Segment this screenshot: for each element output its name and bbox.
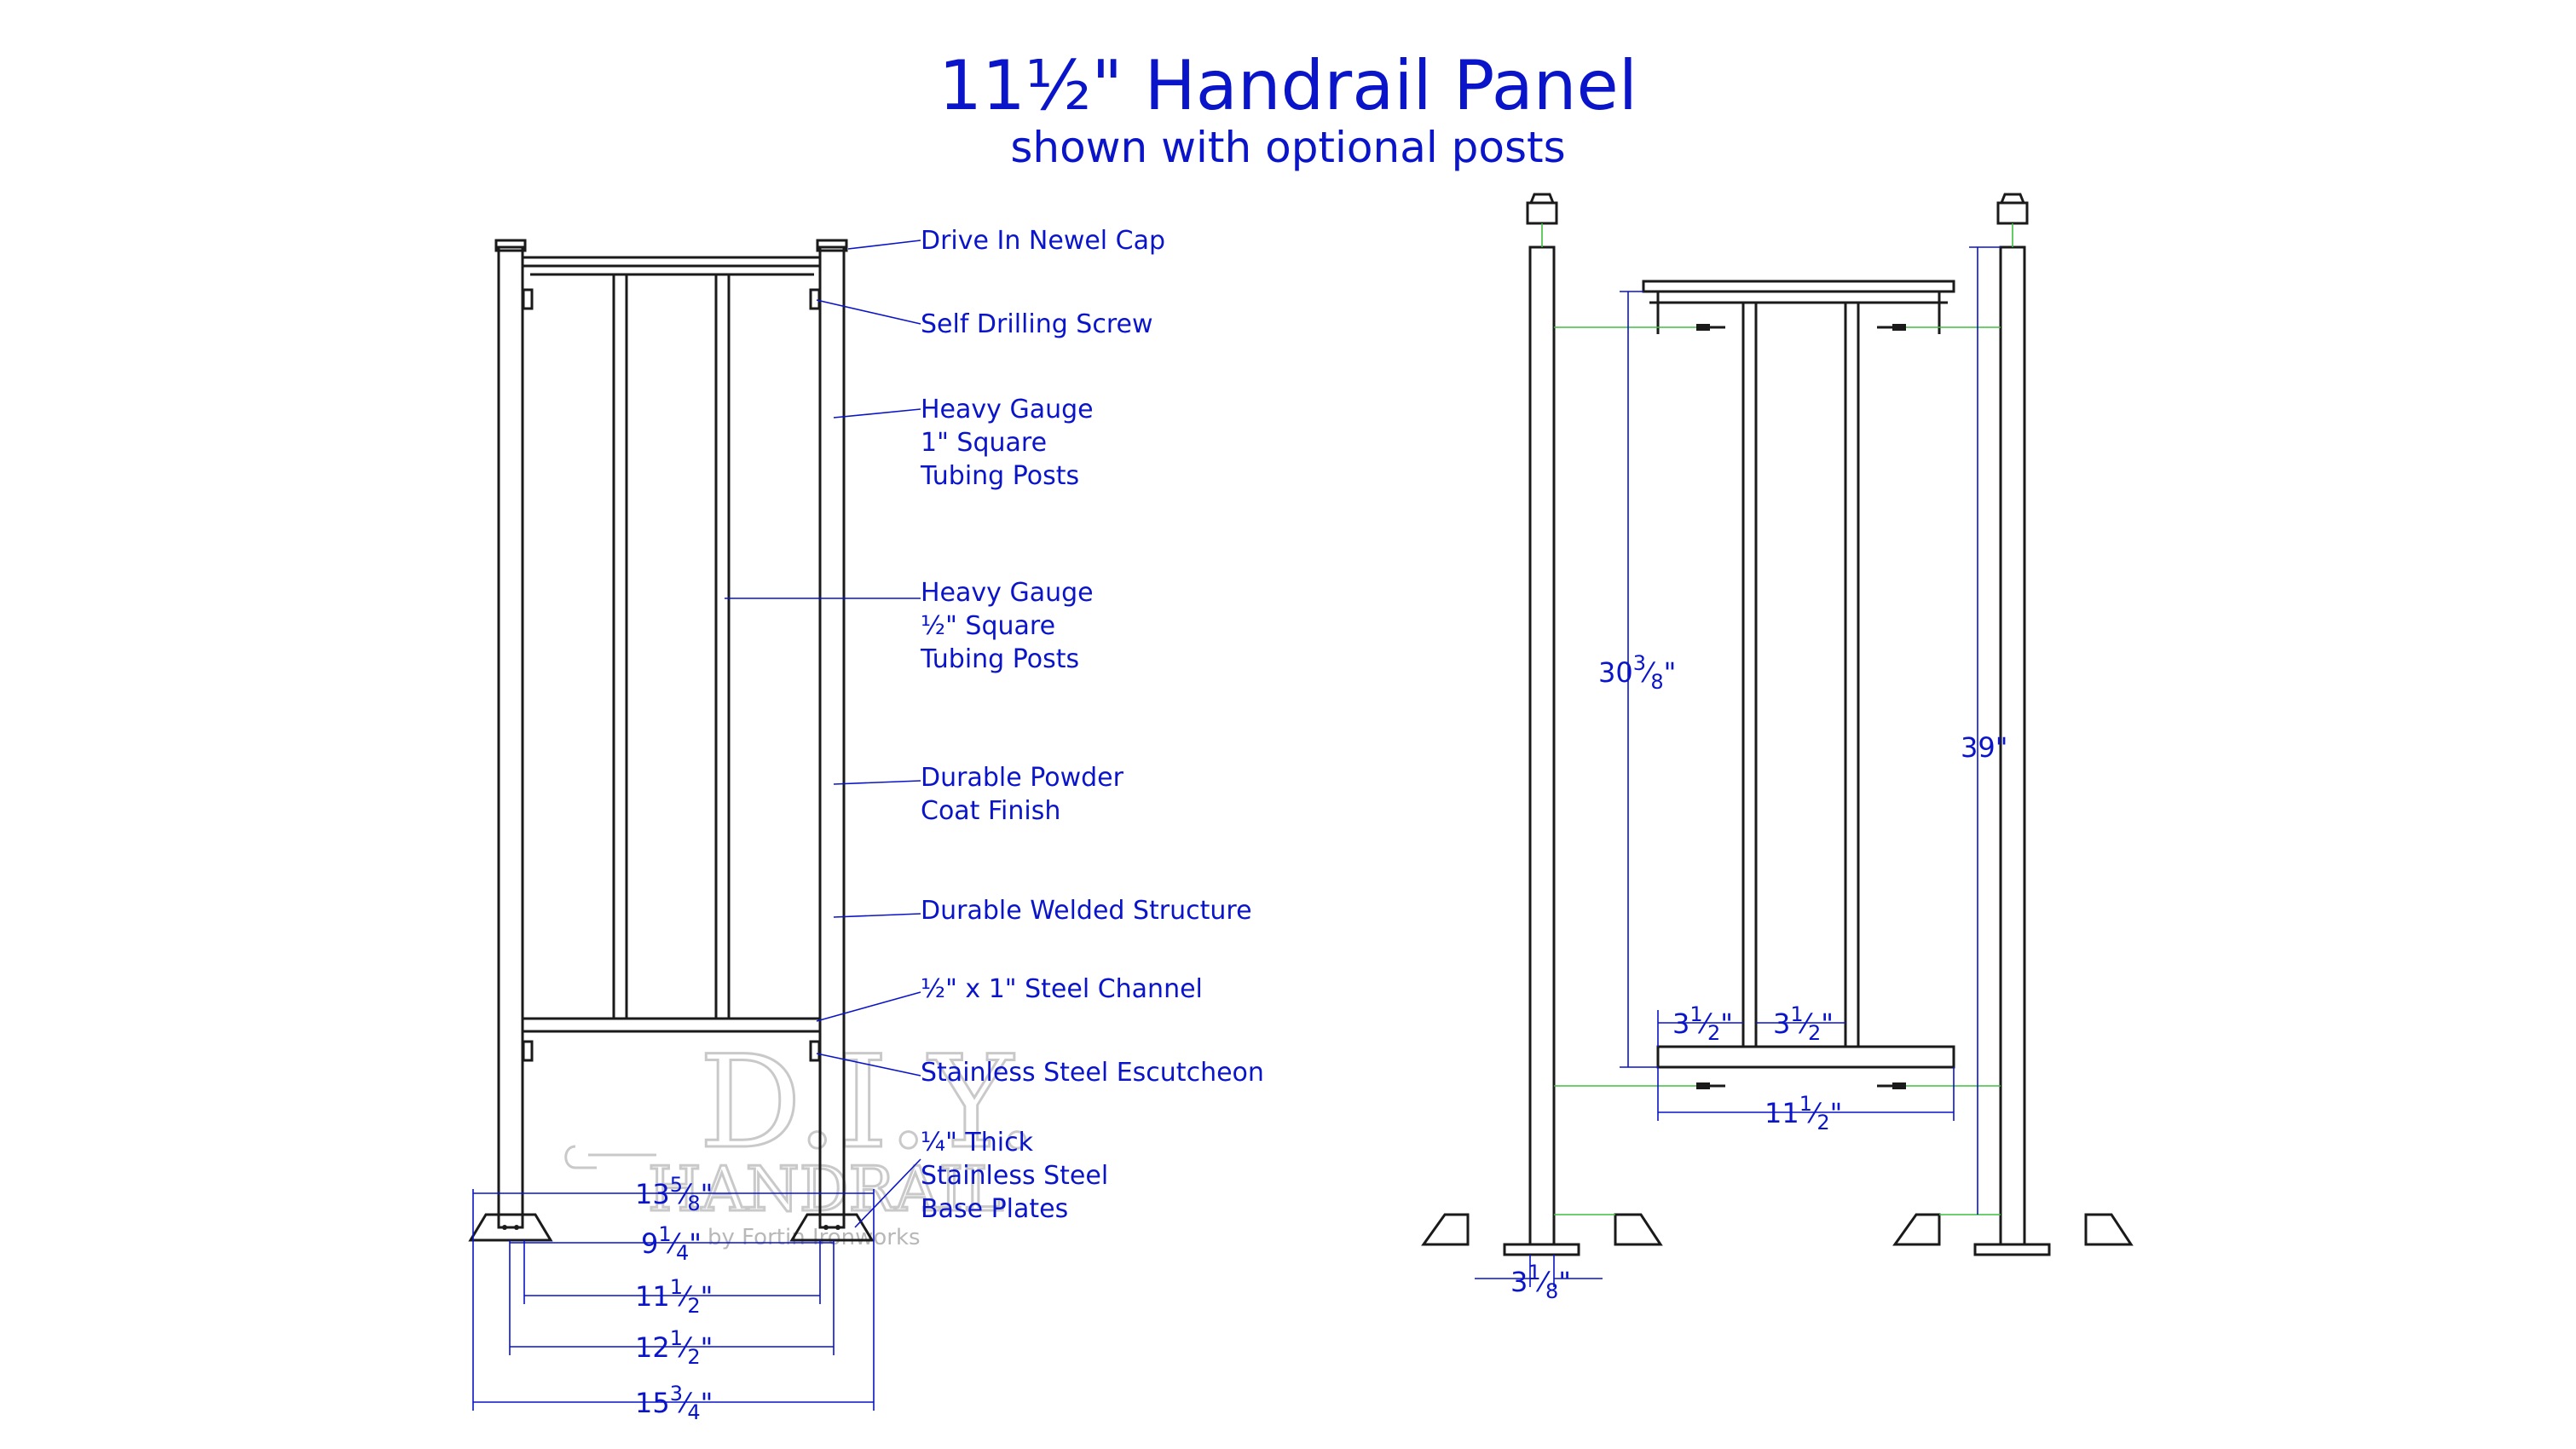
dim-30-3-8: 303⁄8" <box>1598 651 1676 694</box>
dim-panel-width: 111⁄2" <box>1765 1092 1842 1134</box>
dim-11-1-2: 111⁄2" <box>635 1275 713 1318</box>
callout-list: Drive In Newel Cap Self Drilling Screw H… <box>920 226 1264 1224</box>
dim-12-1-2: 121⁄2" <box>635 1326 713 1369</box>
side-reference-lines <box>1541 223 2013 1215</box>
dim-line-post-size <box>1475 1255 1603 1287</box>
front-view <box>468 239 875 1242</box>
side-picket-left <box>1741 303 1758 1047</box>
dim-line-gap-left <box>1657 1010 1743 1047</box>
picket-left <box>612 274 628 1019</box>
left-post <box>497 245 524 1229</box>
callout-half-in-posts: Heavy Gauge ½" Square Tubing Posts <box>920 578 1101 674</box>
dim-13-5-8: 135⁄8" <box>635 1173 713 1215</box>
svg-text:D.I.Y.: D.I.Y. <box>699 1029 1037 1177</box>
dim-15-3-4: 153⁄4" <box>635 1382 713 1424</box>
bracket-bottom-left <box>522 1040 534 1062</box>
dim-line-panel-width <box>1657 1067 1955 1121</box>
svg-text:by Fortin Ironworks: by Fortin Ironworks <box>708 1225 921 1250</box>
side-left-cap <box>1526 193 1558 225</box>
dim-line-30-3-8 <box>1620 291 1658 1068</box>
callout-escutcheon: Stainless Steel Escutcheon <box>921 1058 1264 1088</box>
side-left-post <box>1528 245 1556 1246</box>
right-newel-cap <box>816 239 848 252</box>
callout-newel-cap: Drive In Newel Cap <box>921 226 1165 256</box>
bottom-channel <box>523 1017 820 1033</box>
callout-screw: Self Drilling Screw <box>921 309 1153 339</box>
side-right-cap <box>1996 193 2029 225</box>
callout-powder-coat: Durable Powder Coat Finish <box>921 763 1132 826</box>
side-left-plate-b <box>1614 1213 1663 1246</box>
dim-39: 39" <box>1961 731 2007 764</box>
top-rail <box>523 256 820 276</box>
dim-9-1-4: 91⁄4" <box>641 1222 702 1265</box>
page-subtitle: shown with optional posts <box>1010 123 1565 172</box>
callout-welded: Durable Welded Structure <box>921 896 1252 926</box>
page-title: 11½" Handrail Panel <box>939 46 1637 125</box>
picket-right <box>714 274 731 1019</box>
side-right-plate-a <box>1892 1213 1941 1246</box>
side-picket-right <box>1844 303 1860 1047</box>
side-left-foot <box>1503 1243 1580 1256</box>
callout-leaders <box>725 240 921 1228</box>
side-screws <box>1696 324 1906 1089</box>
side-left-plate-a <box>1421 1213 1470 1246</box>
side-view <box>1421 193 2134 1256</box>
dim-gap-right: 31⁄2" <box>1773 1002 1834 1045</box>
bracket-top-right <box>809 288 821 310</box>
side-right-plate-b <box>2084 1213 2134 1246</box>
callout-base-plates: ¼" Thick Stainless Steel Base Plates <box>921 1128 1117 1224</box>
callout-1in-posts: Heavy Gauge 1" Square Tubing Posts <box>920 395 1101 491</box>
dim-gap-left: 31⁄2" <box>1672 1002 1733 1045</box>
left-newel-cap <box>494 239 527 252</box>
bracket-bottom-right <box>809 1040 821 1062</box>
side-top-rail <box>1642 280 1955 304</box>
callout-channel: ½" x 1" Steel Channel <box>921 974 1203 1004</box>
right-post <box>818 245 846 1229</box>
bracket-top-left <box>522 288 534 310</box>
watermark-logo: D.I.Y. HANDRAIL by Fortin Ironworks <box>564 1028 1038 1250</box>
dim-post-size: 31⁄8" <box>1510 1261 1571 1303</box>
right-base-plate <box>789 1213 875 1242</box>
dim-line-39 <box>1969 246 2001 1215</box>
side-bottom-channel <box>1656 1045 1955 1069</box>
side-right-foot <box>1973 1243 2051 1256</box>
